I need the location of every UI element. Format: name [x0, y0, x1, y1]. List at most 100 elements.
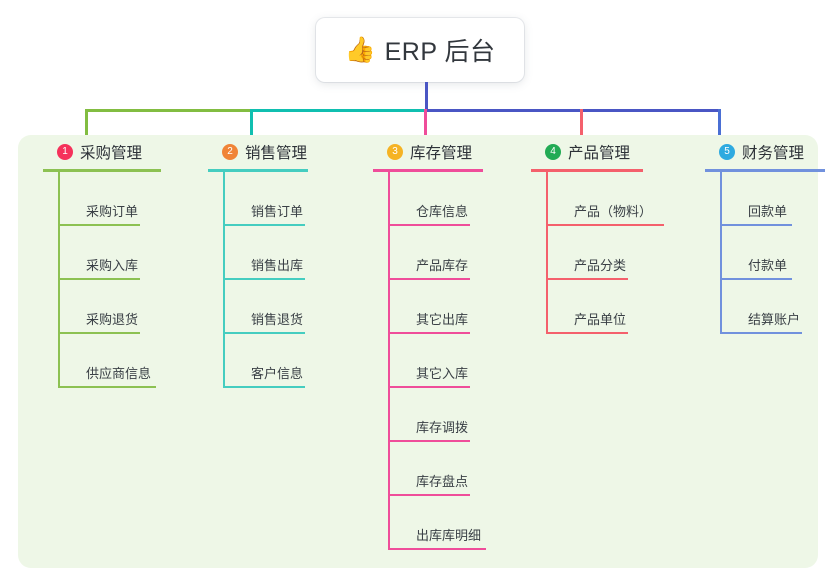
root-title: ERP 后台: [384, 38, 496, 66]
branch-column-3: 3 库存管理仓库信息产品库存其它出库其它入库库存调拨库存盘点出库库明细: [368, 135, 533, 550]
branch-item-rule: [58, 386, 156, 388]
branch-item-label: 产品单位: [574, 312, 627, 327]
branch-item[interactable]: 销售订单: [223, 172, 368, 226]
branch-drop-2: [250, 109, 253, 139]
branch-title-2: 销售管理: [245, 145, 308, 162]
branch-item-rule: [58, 224, 140, 226]
branch-title-5: 财务管理: [742, 145, 805, 162]
branch-spine-3: [388, 172, 390, 550]
branch-item[interactable]: 产品分类: [546, 226, 696, 280]
branch-item-label: 产品（物料）: [574, 204, 653, 219]
branch-item-rule: [546, 278, 628, 280]
branch-item-rule: [388, 440, 470, 442]
branch-title-3: 库存管理: [410, 145, 473, 162]
branch-item[interactable]: 库存盘点: [388, 442, 533, 496]
branch-item-label: 采购订单: [86, 204, 139, 219]
branch-item-label: 库存调拨: [416, 420, 469, 435]
branch-item-label: 客户信息: [251, 366, 304, 381]
branch-item-rule: [720, 224, 792, 226]
branch-column-5: 5 财务管理回款单付款单结算账户: [700, 135, 839, 334]
branch-title-4: 产品管理: [568, 145, 631, 162]
branch-item-label: 销售出库: [251, 258, 304, 273]
branch-spine-4: [546, 172, 548, 334]
branch-item-label: 供应商信息: [86, 366, 152, 381]
branch-item[interactable]: 回款单: [720, 172, 839, 226]
branch-item[interactable]: 销售出库: [223, 226, 368, 280]
branch-item-label: 其它入库: [416, 366, 469, 381]
branch-header-3[interactable]: 3 库存管理: [368, 135, 533, 169]
branch-item[interactable]: 采购订单: [58, 172, 203, 226]
bus-segment-green: [85, 109, 251, 112]
branch-item-rule: [58, 332, 140, 334]
root-node[interactable]: 👍 ERP 后台: [316, 18, 524, 82]
branch-item-rule: [388, 494, 470, 496]
branch-item[interactable]: 产品（物料）: [546, 172, 696, 226]
branch-item-label: 结算账户: [748, 312, 801, 327]
branch-item-label: 库存盘点: [416, 474, 469, 489]
branch-header-rule-5: [705, 169, 825, 172]
branch-item[interactable]: 结算账户: [720, 280, 839, 334]
branch-item-rule: [720, 278, 792, 280]
branch-item[interactable]: 客户信息: [223, 334, 368, 388]
branch-items-3: 仓库信息产品库存其它出库其它入库库存调拨库存盘点出库库明细: [388, 172, 533, 550]
branch-item-rule: [58, 278, 140, 280]
branch-items-5: 回款单付款单结算账户: [720, 172, 839, 334]
branch-drop-4: [580, 109, 583, 139]
branch-drop-1: [85, 109, 88, 139]
branch-column-2: 2 销售管理销售订单销售出库销售退货客户信息: [203, 135, 368, 388]
branch-item-rule: [388, 548, 486, 550]
branch-item-label: 产品分类: [574, 258, 627, 273]
branch-badge-5: 5: [719, 144, 735, 160]
branch-header-rule-3: [373, 169, 483, 172]
branch-item[interactable]: 库存调拨: [388, 388, 533, 442]
branch-item[interactable]: 其它入库: [388, 334, 533, 388]
branch-item-label: 回款单: [748, 204, 788, 219]
branch-items-1: 采购订单采购入库采购退货供应商信息: [58, 172, 203, 388]
branch-item-label: 销售订单: [251, 204, 304, 219]
branch-item[interactable]: 销售退货: [223, 280, 368, 334]
branch-header-2[interactable]: 2 销售管理: [203, 135, 368, 169]
branch-item-label: 其它出库: [416, 312, 469, 327]
branch-item[interactable]: 供应商信息: [58, 334, 203, 388]
branch-item-label: 付款单: [748, 258, 788, 273]
branch-header-rule-4: [531, 169, 643, 172]
branch-title-1: 采购管理: [80, 145, 143, 162]
branch-item[interactable]: 产品单位: [546, 280, 696, 334]
branch-item-rule: [546, 224, 664, 226]
branch-badge-2: 2: [222, 144, 238, 160]
branch-item[interactable]: 采购入库: [58, 226, 203, 280]
branch-item[interactable]: 采购退货: [58, 280, 203, 334]
branch-item-label: 产品库存: [416, 258, 469, 273]
branch-spine-2: [223, 172, 225, 388]
branch-item-rule: [546, 332, 628, 334]
branch-item[interactable]: 付款单: [720, 226, 839, 280]
branch-drop-3: [424, 109, 427, 139]
branch-item-label: 销售退货: [251, 312, 304, 327]
branch-item-rule: [388, 224, 470, 226]
branch-item[interactable]: 出库库明细: [388, 496, 533, 550]
branch-item-rule: [388, 386, 470, 388]
branch-item[interactable]: 其它出库: [388, 280, 533, 334]
branch-item[interactable]: 仓库信息: [388, 172, 533, 226]
branch-items-4: 产品（物料） 产品分类产品单位: [546, 172, 696, 334]
branch-item-rule: [388, 278, 470, 280]
branch-items-2: 销售订单销售出库销售退货客户信息: [223, 172, 368, 388]
branch-item-label: 仓库信息: [416, 204, 469, 219]
branch-item-label: 采购入库: [86, 258, 139, 273]
bus-segment-blue: [425, 109, 721, 112]
bus-segment-teal: [251, 109, 425, 112]
branch-item[interactable]: 产品库存: [388, 226, 533, 280]
branch-item-rule: [388, 332, 470, 334]
branch-header-5[interactable]: 5 财务管理: [700, 135, 839, 169]
branch-item-rule: [223, 224, 305, 226]
branch-drop-5: [718, 109, 721, 139]
thumbs-up-icon: 👍: [344, 35, 376, 64]
branch-badge-3: 3: [387, 144, 403, 160]
branch-item-rule: [223, 278, 305, 280]
